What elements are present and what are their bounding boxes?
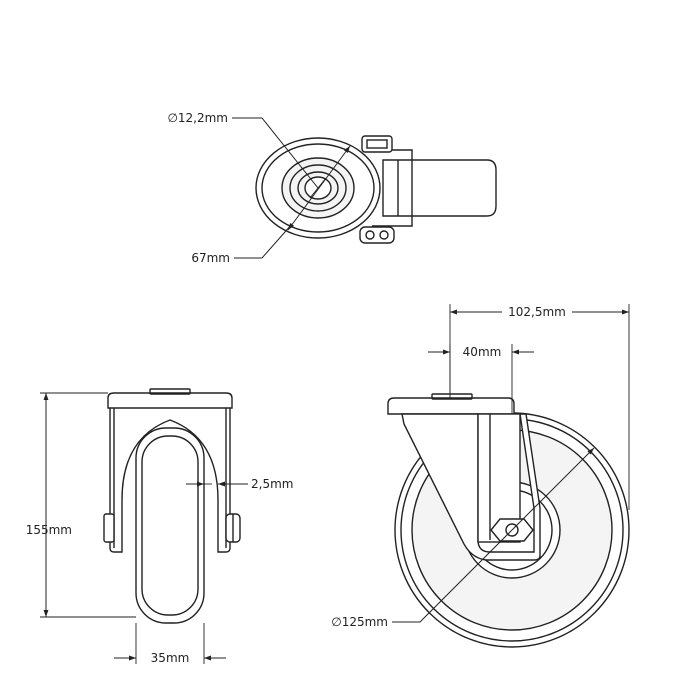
- top-view-lower-nut: [359, 226, 395, 244]
- side-view-top-plate: [387, 397, 515, 415]
- bolt-hole-diameter-label: ∅12,2mm: [167, 111, 228, 125]
- front-view: 2,5mm 155mm 35mm: [26, 388, 293, 665]
- front-view-fork: [109, 408, 231, 553]
- side-view: 102,5mm 40mm ∅125mm: [331, 304, 630, 648]
- fork-gap-label: 2,5mm: [251, 477, 293, 491]
- wheel-width-label: 35mm: [151, 651, 190, 665]
- overall-height-label: 155mm: [26, 523, 72, 537]
- front-view-axle-head: [103, 513, 115, 543]
- wheel-diameter-label: ∅125mm: [331, 615, 388, 629]
- wheel-diameter-leader: [392, 529, 513, 623]
- plate-diameter-label: 67mm: [191, 251, 230, 265]
- swivel-offset-label: 40mm: [463, 345, 502, 359]
- front-view-wheel: [135, 427, 205, 624]
- front-view-top-plate: [107, 392, 233, 409]
- plate-diameter-leader: [234, 223, 293, 259]
- top-view-stem: [382, 159, 497, 217]
- top-view: ∅12,2mm 67mm: [167, 111, 497, 265]
- offset-length-label: 102,5mm: [508, 305, 566, 319]
- side-view-fork-arm: [401, 413, 541, 561]
